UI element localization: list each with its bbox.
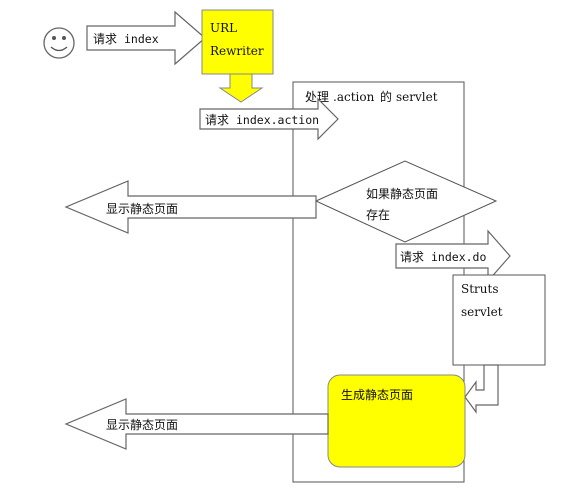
- container-title-code: .action: [333, 90, 375, 104]
- container-title-end: servlet: [396, 90, 438, 104]
- show-static-page-label-2: 显示静态页面: [106, 418, 178, 432]
- request-index-arrow: 请求 index: [86, 10, 206, 66]
- show-static-page-label-1: 显示静态页面: [106, 202, 178, 216]
- static-page-exists-decision: 如果静态页面 存在: [314, 160, 498, 243]
- generate-static-page-box: 生成静态页面: [327, 374, 466, 468]
- generate-label: 生成静态页面: [341, 388, 413, 402]
- request-do-target: index.do: [431, 250, 486, 264]
- container-title-mid: 的: [380, 89, 392, 104]
- request-action-target: index.action: [236, 113, 319, 127]
- rewrite-down-arrow: [218, 73, 264, 103]
- show-static-page-arrow-1: 显示静态页面: [64, 180, 317, 234]
- request-do-prefix: 请求: [400, 250, 424, 264]
- smiley-face-icon: [43, 27, 75, 59]
- container-title-prefix: 处理: [305, 90, 329, 104]
- url-rewriter-line1: URL: [210, 21, 237, 35]
- decision-line2: 存在: [366, 208, 390, 222]
- url-rewriter-line2: Rewriter: [210, 44, 264, 58]
- request-index-prefix: 请求: [93, 32, 117, 46]
- request-index-do-arrow: 请求 index.do: [395, 229, 511, 283]
- struts-return-arrow: [464, 364, 499, 414]
- request-index-action-arrow: 请求 index.action: [199, 97, 339, 141]
- url-rewriter-box: URL Rewriter: [201, 9, 274, 75]
- decision-line1: 如果静态页面: [366, 186, 438, 201]
- request-index-target: index: [124, 32, 159, 46]
- struts-line2: servlet: [461, 305, 503, 319]
- struts-line1: Struts: [461, 282, 499, 296]
- show-static-page-arrow-2: 显示静态页面: [64, 398, 329, 450]
- request-action-prefix: 请求: [205, 113, 229, 127]
- struts-servlet-box: Struts servlet: [452, 274, 546, 366]
